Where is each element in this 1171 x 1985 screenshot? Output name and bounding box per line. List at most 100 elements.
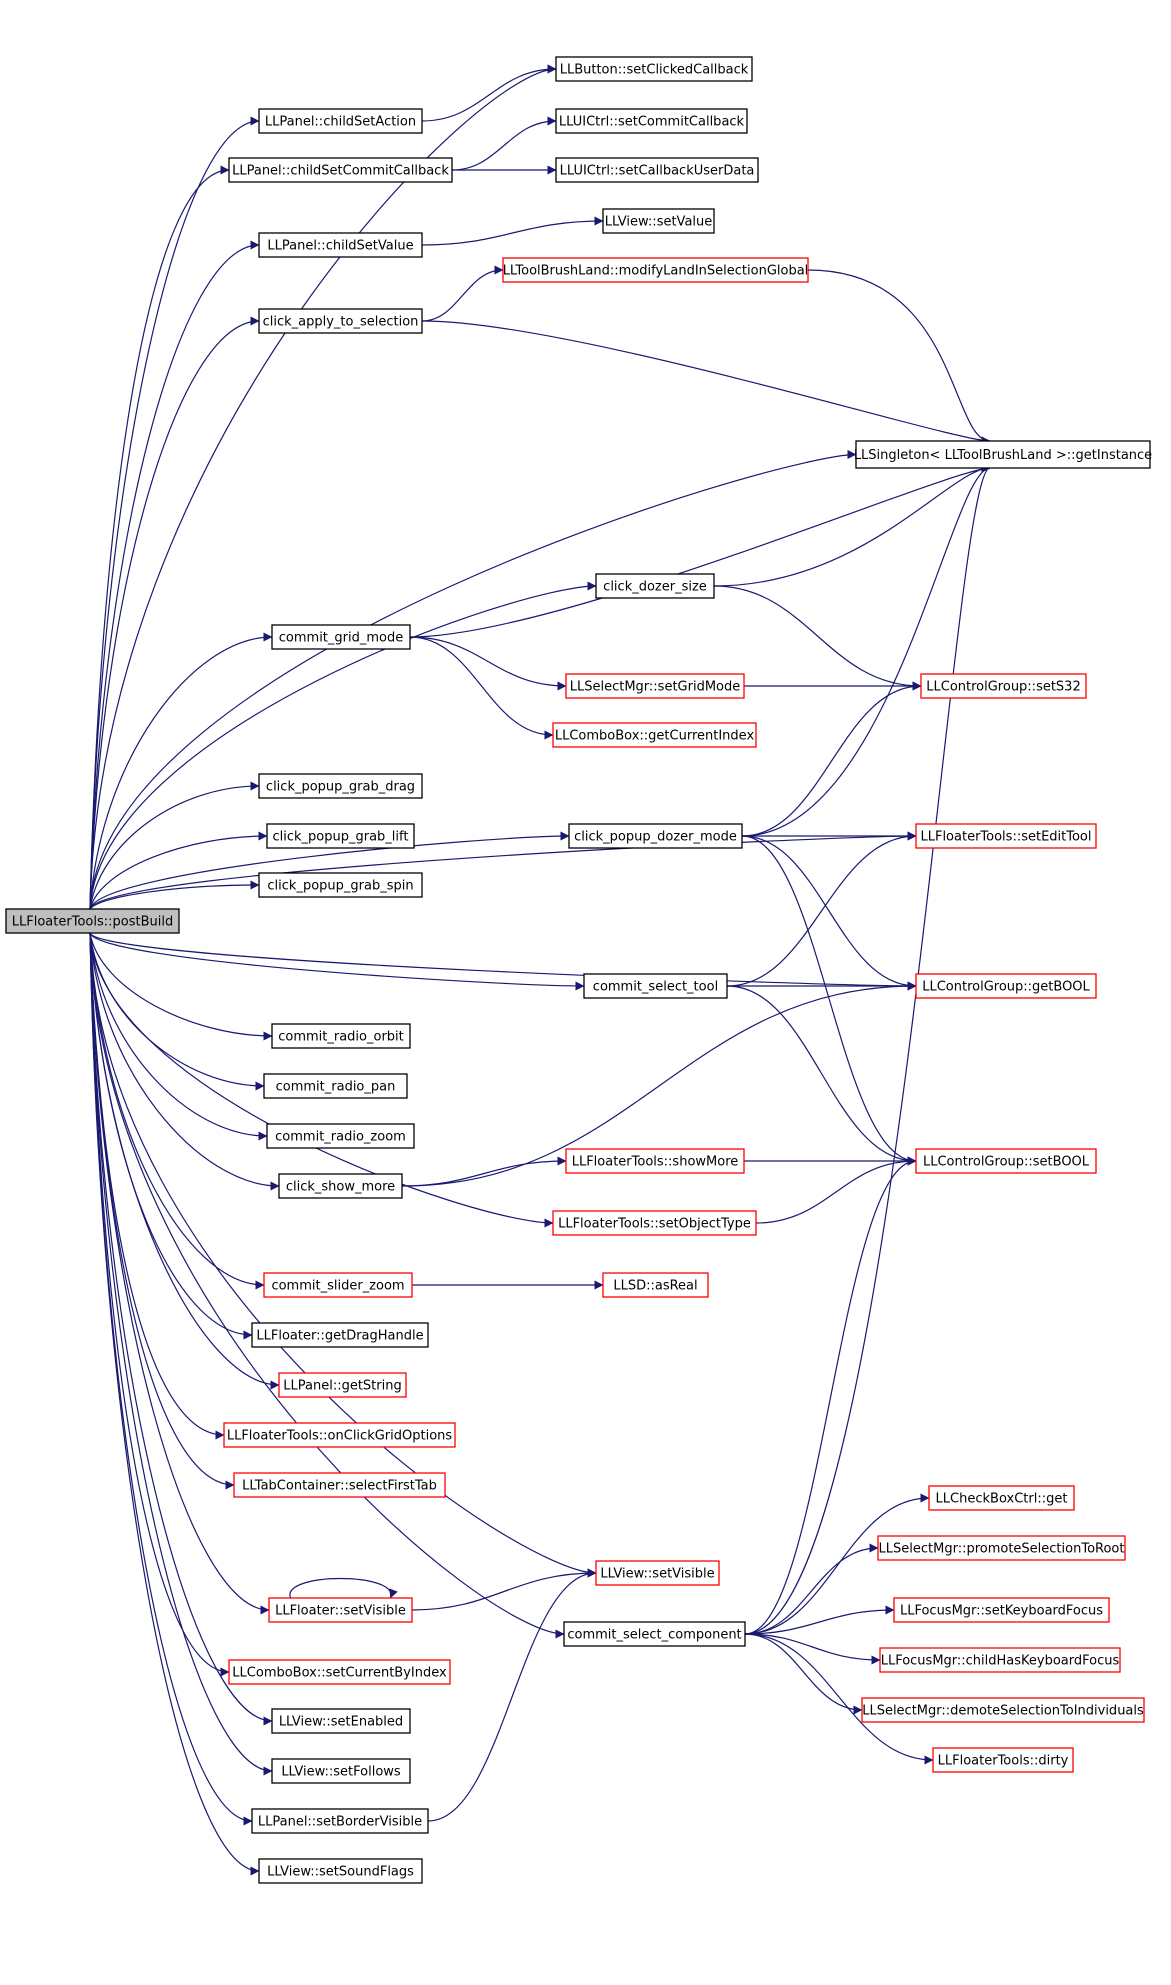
- node-ui-set-commit[interactable]: LLUICtrl::setCommitCallback: [555, 108, 748, 134]
- node-box: [915, 1148, 1097, 1174]
- node-child-set-commit[interactable]: LLPanel::childSetCommitCallback: [228, 157, 453, 183]
- node-label: LLPanel::getString: [283, 1379, 401, 1394]
- edge-root-to-commitSelectTool: [89, 932, 585, 991]
- node-box: [920, 673, 1087, 699]
- node-set-object-type[interactable]: LLFloaterTools::setObjectType: [552, 1210, 757, 1236]
- node-set-follows[interactable]: LLView::setFollows: [271, 1758, 411, 1784]
- node-box: [266, 1123, 415, 1149]
- node-get-cur-index[interactable]: LLComboBox::getCurrentIndex: [552, 722, 757, 748]
- node-set-sound-flags[interactable]: LLView::setSoundFlags: [258, 1858, 423, 1884]
- node-get-b-o-o-l[interactable]: LLControlGroup::getBOOL: [915, 973, 1097, 999]
- node-label: LLView::setValue: [605, 215, 713, 230]
- node-grab-drag[interactable]: click_popup_grab_drag: [258, 773, 423, 799]
- edge-commitSelectComp-to-setKbFocus: [744, 1605, 895, 1635]
- edge-clickShowMore-to-showMore: [401, 1156, 567, 1187]
- node-grab-lift[interactable]: click_popup_grab_lift: [266, 823, 415, 849]
- node-box: [555, 108, 748, 134]
- edge-root-to-grabDrag: [89, 781, 260, 910]
- node-demote-sel[interactable]: LLSelectMgr::demoteSelectionToIndividual…: [861, 1697, 1145, 1723]
- node-show-more[interactable]: LLFloaterTools::showMore: [565, 1148, 745, 1174]
- node-label: LLView::setVisible: [600, 1567, 714, 1582]
- node-box: [595, 1560, 720, 1586]
- call-nodes: LLFloaterTools::postBuild LLButton::setCl…: [5, 56, 1152, 1884]
- node-label: LLPanel::childSetValue: [267, 239, 413, 254]
- node-radio-pan[interactable]: commit_radio_pan: [263, 1073, 408, 1099]
- node-commit-select-comp[interactable]: commit_select_component: [563, 1621, 746, 1647]
- node-ui-set-user-data[interactable]: LLUICtrl::setCallbackUserData: [555, 157, 759, 183]
- node-commit-select-tool[interactable]: commit_select_tool: [583, 973, 728, 999]
- node-dozer-mode[interactable]: click_popup_dozer_mode: [568, 823, 743, 849]
- node-set-edit-tool[interactable]: LLFloaterTools::setEditTool: [915, 823, 1097, 849]
- node-check-box-get[interactable]: LLCheckBoxCtrl::get: [928, 1485, 1075, 1511]
- node-set-border-visible[interactable]: LLPanel::setBorderVisible: [251, 1808, 429, 1834]
- node-label: LLFloaterTools::setEditTool: [920, 830, 1091, 845]
- node-view-set-visible[interactable]: LLView::setVisible: [595, 1560, 720, 1586]
- node-label: LLToolBrushLand::modifyLandInSelectionGl…: [503, 264, 809, 279]
- edge-clickApply-to-modifyLand: [421, 265, 504, 322]
- node-set-s32[interactable]: LLControlGroup::setS32: [920, 673, 1087, 699]
- node-label: LLFloaterTools::setObjectType: [558, 1217, 751, 1232]
- node-child-set-action[interactable]: LLPanel::childSetAction: [258, 108, 423, 134]
- node-on-click-grid[interactable]: LLFloaterTools::onClickGridOptions: [223, 1422, 456, 1448]
- node-set-enabled[interactable]: LLView::setEnabled: [271, 1708, 411, 1734]
- node-label: LLPanel::setBorderVisible: [258, 1815, 422, 1830]
- node-singleton[interactable]: LLSingleton< LLToolBrushLand >::getInsta…: [854, 440, 1152, 469]
- node-radio-orbit[interactable]: commit_radio_orbit: [271, 1023, 411, 1049]
- edge-clickDozerSize-to-setS32: [713, 585, 922, 691]
- edge-clickShowMore-to-getBOOL: [401, 981, 917, 1187]
- node-box: [258, 308, 423, 334]
- node-commit-grid[interactable]: commit_grid_mode: [271, 624, 411, 650]
- node-modify-land[interactable]: LLToolBrushLand::modifyLandInSelectionGl…: [502, 257, 809, 283]
- node-box: [258, 108, 423, 134]
- node-click-show-more[interactable]: click_show_more: [278, 1173, 403, 1199]
- node-floater-dirty[interactable]: LLFloaterTools::dirty: [932, 1747, 1074, 1773]
- node-promote-sel[interactable]: LLSelectMgr::promoteSelectionToRoot: [877, 1535, 1126, 1561]
- node-click-dozer-size[interactable]: click_dozer_size: [595, 573, 715, 599]
- edge-commitSelectTool-to-setEditTool: [726, 831, 917, 987]
- node-box: [266, 823, 415, 849]
- edge-root-to-childSetValue: [89, 240, 260, 910]
- node-label: LLButton::setClickedCallback: [560, 63, 749, 78]
- edge-root-to-setEditTool: [89, 831, 917, 910]
- node-label: LLSD::asReal: [613, 1279, 697, 1294]
- node-root[interactable]: LLFloaterTools::postBuild: [5, 908, 180, 934]
- edge-root-to-clickDozerSize: [89, 581, 597, 910]
- edge-root-to-setCurByIndex: [89, 932, 230, 1677]
- node-set-grid-mode[interactable]: LLSelectMgr::setGridMode: [565, 673, 745, 699]
- node-box: [228, 1659, 451, 1685]
- node-label: commit_slider_zoom: [271, 1279, 404, 1294]
- node-grab-spin[interactable]: click_popup_grab_spin: [258, 872, 423, 898]
- node-box: [228, 157, 453, 183]
- node-box: [278, 1173, 403, 1199]
- node-label: LLFloater::getDragHandle: [256, 1329, 423, 1344]
- node-set-kb-focus[interactable]: LLFocusMgr::setKeyboardFocus: [893, 1597, 1110, 1623]
- node-floater-set-visible[interactable]: LLFloater::setVisible: [268, 1597, 413, 1623]
- edge-root-to-commitGrid: [89, 632, 273, 910]
- node-set-b-o-o-l[interactable]: LLControlGroup::setBOOL: [915, 1148, 1097, 1174]
- node-label: LLSelectMgr::setGridMode: [570, 680, 741, 695]
- node-child-has-focus[interactable]: LLFocusMgr::childHasKeyboardFocus: [879, 1647, 1121, 1673]
- node-label: LLView::setSoundFlags: [267, 1865, 414, 1880]
- node-get-drag-handle[interactable]: LLFloater::getDragHandle: [251, 1322, 429, 1348]
- edge-commitSelectComp-to-demoteSel: [744, 1633, 863, 1715]
- node-btn-set-clicked[interactable]: LLButton::setClickedCallback: [555, 56, 753, 82]
- node-box: [915, 823, 1097, 849]
- node-label: commit_radio_pan: [276, 1080, 396, 1095]
- node-box: [5, 908, 180, 934]
- node-box: [855, 440, 1151, 469]
- node-view-set-value[interactable]: LLView::setValue: [602, 208, 715, 234]
- node-click-apply[interactable]: click_apply_to_selection: [258, 308, 423, 334]
- edge-modifyLand-to-singleton: [807, 269, 991, 446]
- node-set-cur-by-index[interactable]: LLComboBox::setCurrentByIndex: [228, 1659, 451, 1685]
- node-get-string[interactable]: LLPanel::getString: [278, 1372, 407, 1398]
- node-child-set-value[interactable]: LLPanel::childSetValue: [258, 232, 423, 258]
- node-label: LLComboBox::getCurrentIndex: [555, 729, 755, 744]
- node-radio-zoom[interactable]: commit_radio_zoom: [266, 1123, 415, 1149]
- node-label: LLControlGroup::setBOOL: [923, 1155, 1090, 1170]
- node-select-first-tab[interactable]: LLTabContainer::selectFirstTab: [233, 1472, 446, 1498]
- node-label: LLFloaterTools::onClickGridOptions: [227, 1429, 453, 1444]
- node-slider-zoom[interactable]: commit_slider_zoom: [263, 1272, 413, 1298]
- node-as-real[interactable]: LLSD::asReal: [602, 1272, 709, 1298]
- edge-dozerMode-to-getBOOL: [741, 835, 917, 991]
